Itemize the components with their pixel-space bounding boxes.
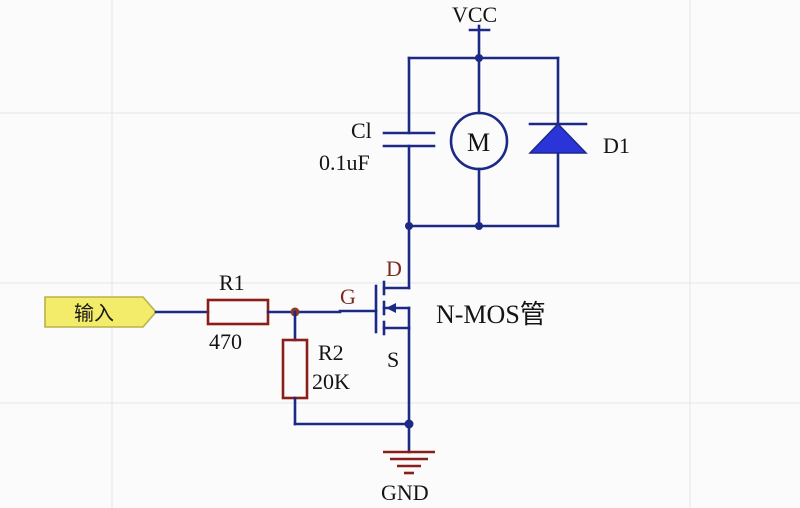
r1-ref-label: R1 bbox=[219, 270, 245, 295]
r1-value-label: 470 bbox=[209, 329, 242, 354]
r2-value-label: 20K bbox=[312, 369, 350, 394]
c1-value-label: 0.1uF bbox=[319, 150, 370, 175]
gnd-label: GND bbox=[381, 480, 429, 505]
n-mosfet bbox=[338, 224, 411, 426]
d1-ref-label: D1 bbox=[603, 133, 630, 158]
mosfet-gate-label: G bbox=[340, 284, 356, 309]
junction-drain-mid bbox=[475, 222, 483, 230]
capacitor-c1 bbox=[382, 56, 436, 228]
mosfet-drain-label: D bbox=[386, 256, 402, 281]
mosfet-type-label: N-MOS管 bbox=[436, 300, 546, 329]
input-port-label: 输入 bbox=[74, 301, 114, 325]
vcc-label: VCC bbox=[452, 2, 497, 27]
motor-m bbox=[449, 56, 509, 228]
diode-d1 bbox=[528, 56, 588, 228]
ground-symbol bbox=[383, 450, 435, 475]
motor-symbol-label: M bbox=[467, 128, 490, 157]
resistor-r1 bbox=[206, 298, 270, 326]
resistor-r2 bbox=[281, 338, 309, 400]
c1-ref-label: Cl bbox=[351, 118, 372, 143]
r2-ref-label: R2 bbox=[318, 340, 344, 365]
mosfet-source-label: S bbox=[387, 347, 399, 372]
input-port bbox=[44, 296, 158, 328]
